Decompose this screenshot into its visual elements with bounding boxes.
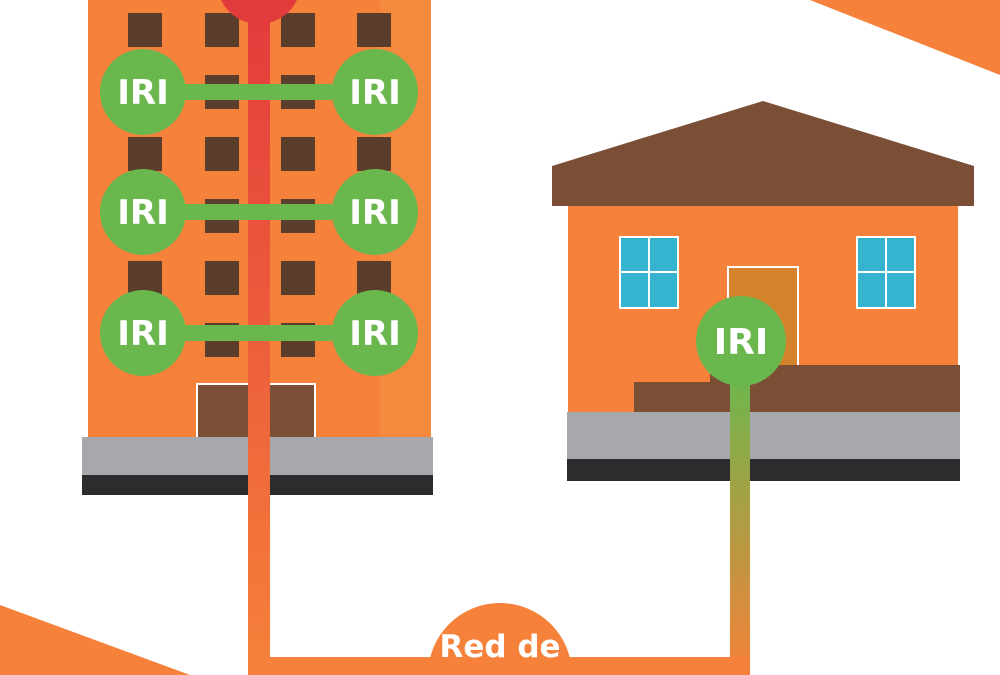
iri-nodes: IRI IRI IRI IRI IRI IRI [100, 49, 418, 376]
building-window [205, 261, 239, 295]
iri-node: IRI [332, 290, 418, 376]
building-window [205, 13, 239, 47]
bottom-left-decor [0, 605, 190, 675]
building-window [357, 261, 391, 295]
floor-branch-lines [143, 84, 375, 341]
house-window-right [856, 236, 916, 309]
house-service-pipe [730, 370, 750, 675]
network-label-badge: Red de [428, 603, 572, 675]
building-window [281, 261, 315, 295]
floor-branch-line [143, 84, 375, 100]
iri-node: IRI [100, 49, 186, 135]
iri-node: IRI [332, 49, 418, 135]
floor-branch-line [143, 204, 375, 220]
iri-node-label: IRI [117, 314, 168, 354]
house-iri-label: IRI [714, 322, 769, 363]
house-window-left [619, 236, 679, 309]
building-window [128, 137, 162, 171]
iri-node: IRI [100, 169, 186, 255]
iri-node: IRI [332, 169, 418, 255]
network-label: Red de [439, 629, 560, 665]
building-window [205, 137, 239, 171]
iri-node-label: IRI [117, 193, 168, 233]
iri-node-label: IRI [349, 193, 400, 233]
top-right-decor [810, 0, 1000, 75]
building-window [128, 13, 162, 47]
building-window [357, 137, 391, 171]
floor-branch-line [143, 325, 375, 341]
iri-node: IRI [100, 290, 186, 376]
building-window [281, 137, 315, 171]
iri-node-label: IRI [349, 314, 400, 354]
house-curb [567, 459, 960, 481]
house-sidewalk [567, 412, 960, 459]
building-window [357, 13, 391, 47]
house-roof [552, 101, 974, 206]
house [552, 101, 974, 481]
iri-node-label: IRI [349, 73, 400, 113]
house-iri-node: IRI [696, 296, 786, 386]
building-window [281, 13, 315, 47]
building-window [128, 261, 162, 295]
iri-node-label: IRI [117, 73, 168, 113]
heat-source-node [221, 0, 297, 24]
